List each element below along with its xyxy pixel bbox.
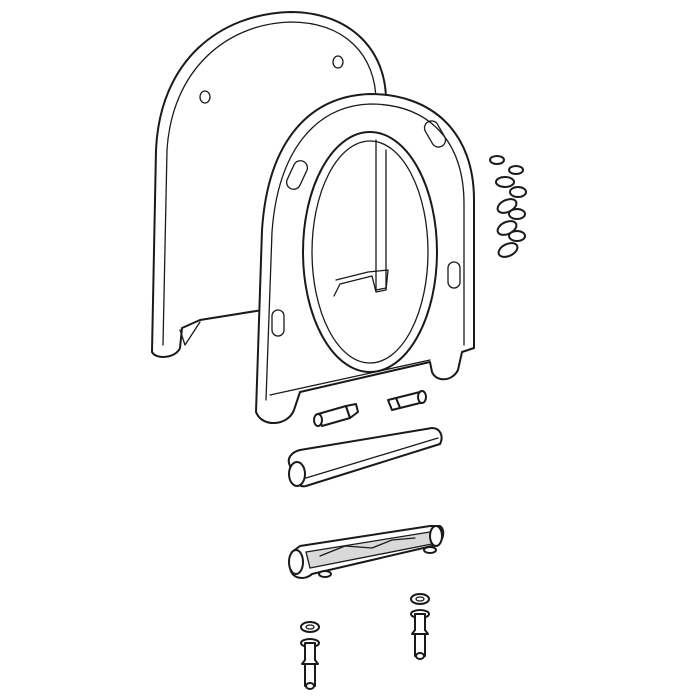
mounting-bolt-right (410, 593, 430, 660)
buffer (508, 165, 524, 175)
lid-hole-left (199, 90, 211, 104)
hinge-cover (287, 427, 443, 488)
buffer (509, 186, 527, 198)
hinge-bar (288, 525, 445, 579)
buffers (489, 155, 527, 258)
seat (255, 93, 475, 424)
lid-hole-right (332, 55, 344, 69)
buffer (508, 208, 526, 220)
seat-opening (302, 131, 438, 373)
hinge-pin-right (387, 390, 427, 411)
buffer (508, 230, 526, 242)
hinge-pins (313, 390, 427, 427)
seat-slot-top-left (285, 160, 309, 190)
seat-slot-bottom-left (271, 309, 285, 337)
mounting-bolt-left (300, 621, 320, 690)
buffer (489, 155, 505, 165)
hinge-pin-left (313, 403, 359, 427)
buffer (497, 242, 519, 258)
seat-slot-top-right (423, 120, 447, 148)
seat-slot-bottom-right (447, 261, 461, 289)
buffer (495, 176, 515, 188)
